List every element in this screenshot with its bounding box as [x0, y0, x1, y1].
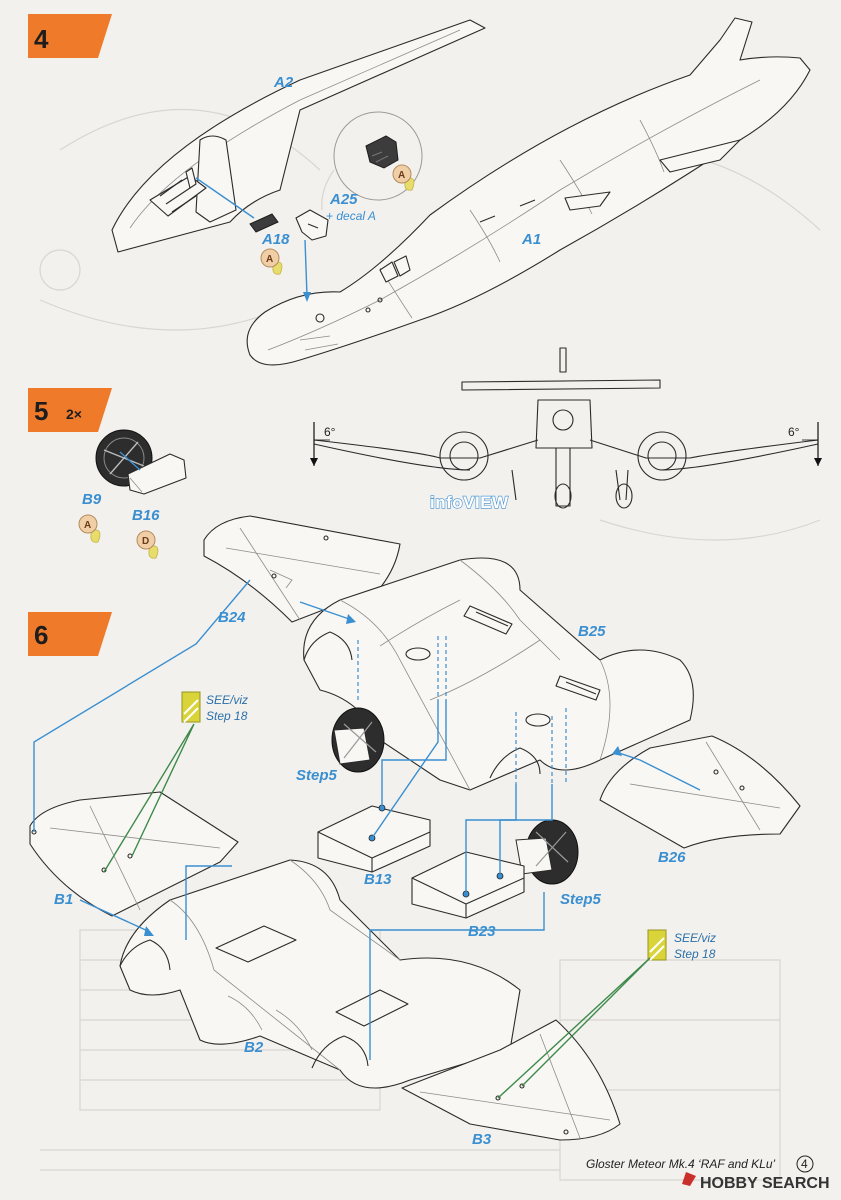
color-code-a-3: A [84, 520, 91, 531]
label-a2: A2 [273, 74, 294, 91]
fuselage-part-a1 [246, 17, 811, 366]
color-badge-a-2: A [260, 248, 283, 275]
color-code-a-1: A [398, 170, 405, 181]
part-b24 [203, 515, 401, 623]
label-b1: B1 [54, 891, 73, 908]
page-number-circle [796, 1155, 814, 1173]
paint-drop-icon [90, 529, 101, 543]
step-5-badge: 5 2× [28, 388, 112, 432]
label-b24: B24 [218, 609, 246, 626]
paint-drop-icon [148, 545, 159, 559]
color-badge-a-3: A [78, 514, 101, 543]
step-6-number: 6 [34, 620, 48, 650]
step-5-multiplier: 2× [66, 406, 82, 422]
green-reference-lines [103, 723, 651, 1099]
part-b16 [127, 453, 187, 495]
step-4-number: 4 [34, 24, 49, 54]
engine-face-right [515, 819, 579, 885]
part-a18 [249, 213, 279, 233]
engine-face-left [331, 707, 385, 773]
step-6-leaders [33, 579, 701, 1060]
label-b16: B16 [132, 507, 160, 524]
see-note-left-line1: SEE/viz [206, 693, 248, 707]
see-note-right-line2: Step 18 [674, 947, 716, 961]
label-a18: A18 [261, 231, 290, 248]
step-6-badge-shape [28, 612, 112, 656]
label-step5-left: Step5 [296, 767, 338, 784]
dihedral-angle-left: 6° [324, 425, 336, 439]
step-5-leader [119, 451, 141, 471]
watermark: HOBBY SEARCH [682, 1172, 830, 1192]
see-note-left-line2: Step 18 [206, 709, 248, 723]
see-note-right-line1: SEE/viz [674, 931, 716, 945]
see-viz-indicator-left [181, 691, 201, 723]
label-b25: B25 [578, 623, 606, 640]
part-b2 [119, 859, 521, 1089]
label-decal-a: + decal A [326, 209, 376, 223]
color-badge-a-1: A [392, 164, 415, 191]
part-b13 [317, 804, 431, 873]
label-a25: A25 [329, 191, 358, 208]
canopy-part-a2 [111, 19, 486, 253]
label-a1: A1 [521, 231, 541, 248]
color-badge-d: D [136, 530, 159, 559]
part-a25 [295, 209, 329, 241]
color-code-d: D [142, 536, 149, 547]
step-4-badge: 4 [28, 14, 112, 58]
color-code-a-2: A [266, 254, 273, 265]
label-b2: B2 [244, 1039, 264, 1056]
part-b23 [411, 851, 525, 919]
label-b3: B3 [472, 1131, 492, 1148]
watermark-text: HOBBY SEARCH [700, 1175, 830, 1192]
a25-detail-callout [321, 111, 423, 211]
see-viz-indicator-right [647, 929, 667, 961]
watermark-logo-icon [682, 1172, 696, 1186]
label-b13: B13 [364, 871, 392, 888]
info-view-front-aircraft [310, 347, 822, 509]
step-6-badge: 6 [28, 612, 112, 656]
info-view-label: infoVIEW [430, 493, 509, 512]
step-4-leaders [195, 177, 311, 302]
page-number: 4 [801, 1157, 808, 1171]
label-b9: B9 [82, 491, 102, 508]
part-b26 [599, 735, 801, 849]
step-5-badge-shape [28, 388, 112, 432]
footer-title: Gloster Meteor Mk.4 ‘RAF and KLu’ [586, 1157, 776, 1171]
dihedral-angle-right: 6° [788, 425, 800, 439]
step-4-badge-shape [28, 14, 112, 58]
label-b23: B23 [468, 923, 496, 940]
step-5-number: 5 [34, 396, 48, 426]
label-step5-right: Step5 [560, 891, 602, 908]
label-b26: B26 [658, 849, 686, 866]
